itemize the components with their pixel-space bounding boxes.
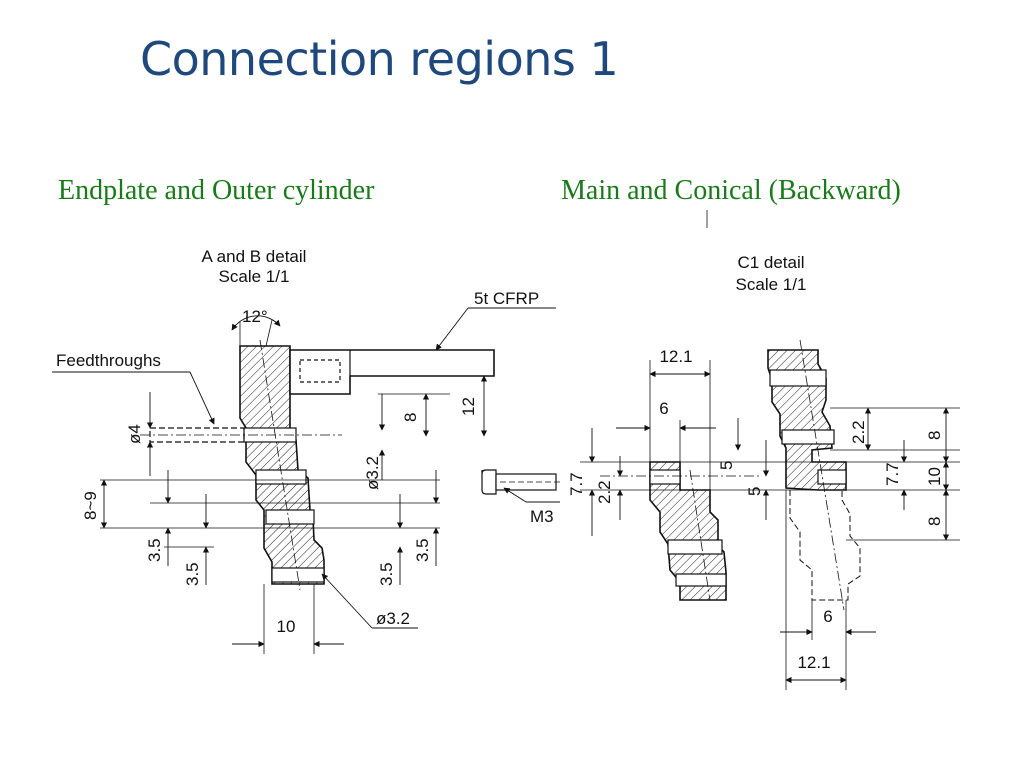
label-feedthroughs: Feedthroughs: [56, 351, 161, 370]
dim-12-1-top: 12.1: [659, 347, 692, 366]
dim-5-a: 5: [717, 461, 736, 470]
dim-7-7-right: 7.7: [883, 462, 902, 486]
angle-12: 12°: [242, 307, 268, 326]
dim-5-b: 5: [745, 487, 764, 496]
heading-scale-right: Scale 1/1: [736, 275, 807, 294]
dim-3-5-b: 3.5: [183, 562, 202, 586]
subtitle-endplate-outer-cylinder: Endplate and Outer cylinder: [58, 175, 375, 206]
dim-2-2-left: 2.2: [595, 480, 614, 504]
heading-c1-detail: C1 detail: [737, 253, 804, 272]
subtitle-main-conical-backward: Main and Conical (Backward): [561, 175, 901, 206]
dim-6-top: 6: [659, 399, 668, 418]
dim-7-7-left: 7.7: [567, 472, 586, 496]
left-detail-drawing: [52, 307, 560, 654]
dim-10: 10: [277, 617, 296, 636]
dim-8-to-9: 8~9: [81, 491, 100, 520]
heading-a-and-b-detail: A and B detail: [202, 247, 307, 266]
dim-6-bottom: 6: [823, 607, 832, 626]
dim-8-b: 8: [925, 517, 944, 526]
slide-title: Connection regions 1: [140, 32, 619, 86]
dim-3-5-a: 3.5: [145, 538, 164, 562]
right-detail-labels: C1 detail Scale 1/1 12.1 6 7.7 2.2 5 5 2…: [567, 253, 944, 672]
dim-2-2-right: 2.2: [849, 420, 868, 444]
label-5t-cfrp: 5t CFRP: [474, 289, 539, 308]
label-m3: M3: [530, 507, 554, 526]
right-detail-drawing: [580, 339, 960, 690]
heading-scale-left: Scale 1/1: [219, 267, 290, 286]
dim-dia-3-2-bottom: ø3.2: [376, 609, 410, 628]
dim-8: 8: [401, 413, 420, 422]
dim-12-1-bottom: 12.1: [797, 653, 830, 672]
dim-dia-4: ø4: [125, 424, 144, 444]
dim-8-a: 8: [925, 431, 944, 440]
dim-12: 12: [459, 397, 478, 416]
dim-10-right: 10: [925, 467, 944, 486]
dim-3-5-c: 3.5: [377, 562, 396, 586]
dim-3-5-d: 3.5: [413, 538, 432, 562]
m3-screw: [481, 469, 497, 495]
cfrp-plate: [289, 349, 495, 395]
left-detail-labels: A and B detail Scale 1/1 12° 5t CFRP Fee…: [56, 247, 554, 636]
dim-dia-3-2-mid: ø3.2: [363, 456, 382, 490]
